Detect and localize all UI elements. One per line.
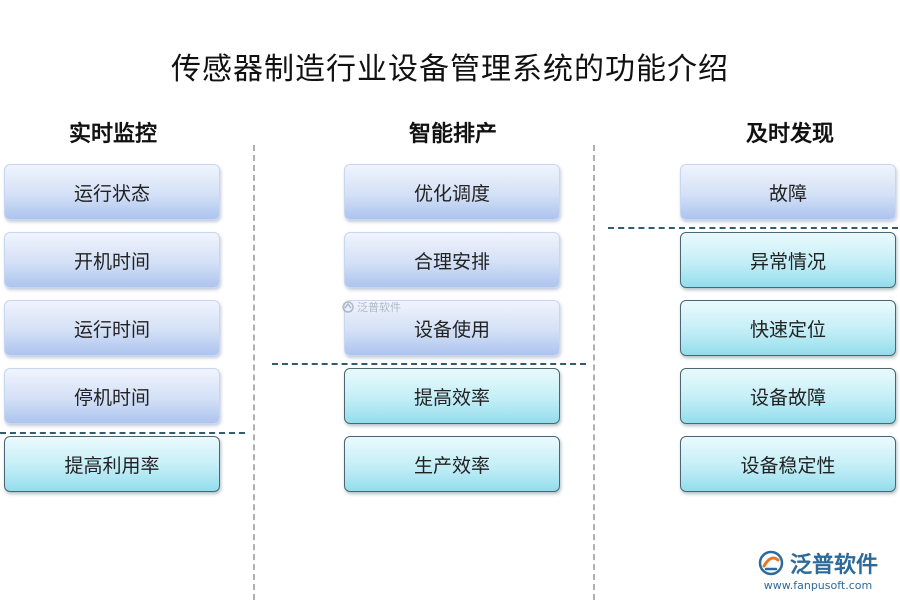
feature-box-highlight: 异常情况 — [680, 232, 896, 288]
feature-box: 开机时间 — [4, 232, 220, 288]
brand-logo-icon — [758, 550, 784, 576]
feature-box: 设备使用 — [344, 300, 560, 356]
watermark: 泛普软件 — [342, 299, 401, 315]
feature-box: 停机时间 — [4, 368, 220, 424]
section-separator — [0, 432, 245, 434]
column-heading-scheduling: 智能排产 — [408, 121, 497, 147]
feature-box: 运行时间 — [4, 300, 220, 356]
column-divider — [593, 145, 595, 600]
feature-box: 合理安排 — [344, 232, 560, 288]
feature-box: 优化调度 — [344, 164, 560, 220]
page-title: 传感器制造行业设备管理系统的功能介绍 — [171, 52, 729, 87]
feature-box: 故障 — [680, 164, 896, 220]
column-heading-detection: 及时发现 — [745, 121, 834, 147]
feature-box-highlight: 快速定位 — [680, 300, 896, 356]
feature-box-highlight: 生产效率 — [344, 436, 560, 492]
feature-box-highlight: 提高效率 — [344, 368, 560, 424]
watermark-text: 泛普软件 — [357, 301, 401, 314]
column-heading-monitoring: 实时监控 — [68, 121, 157, 147]
feature-box-highlight: 提高利用率 — [4, 436, 220, 492]
watermark-logo-icon — [342, 301, 354, 313]
brand-name: 泛普软件 — [789, 553, 878, 578]
feature-box: 运行状态 — [4, 164, 220, 220]
feature-box-highlight: 设备稳定性 — [680, 436, 896, 492]
column-divider — [253, 145, 255, 600]
section-separator — [608, 227, 898, 229]
feature-box-highlight: 设备故障 — [680, 368, 896, 424]
brand-url: www.fanpusoft.com — [763, 579, 873, 592]
section-separator — [272, 363, 586, 365]
brand-logo: 泛普软件 www.fanpusoft.com — [748, 547, 888, 592]
